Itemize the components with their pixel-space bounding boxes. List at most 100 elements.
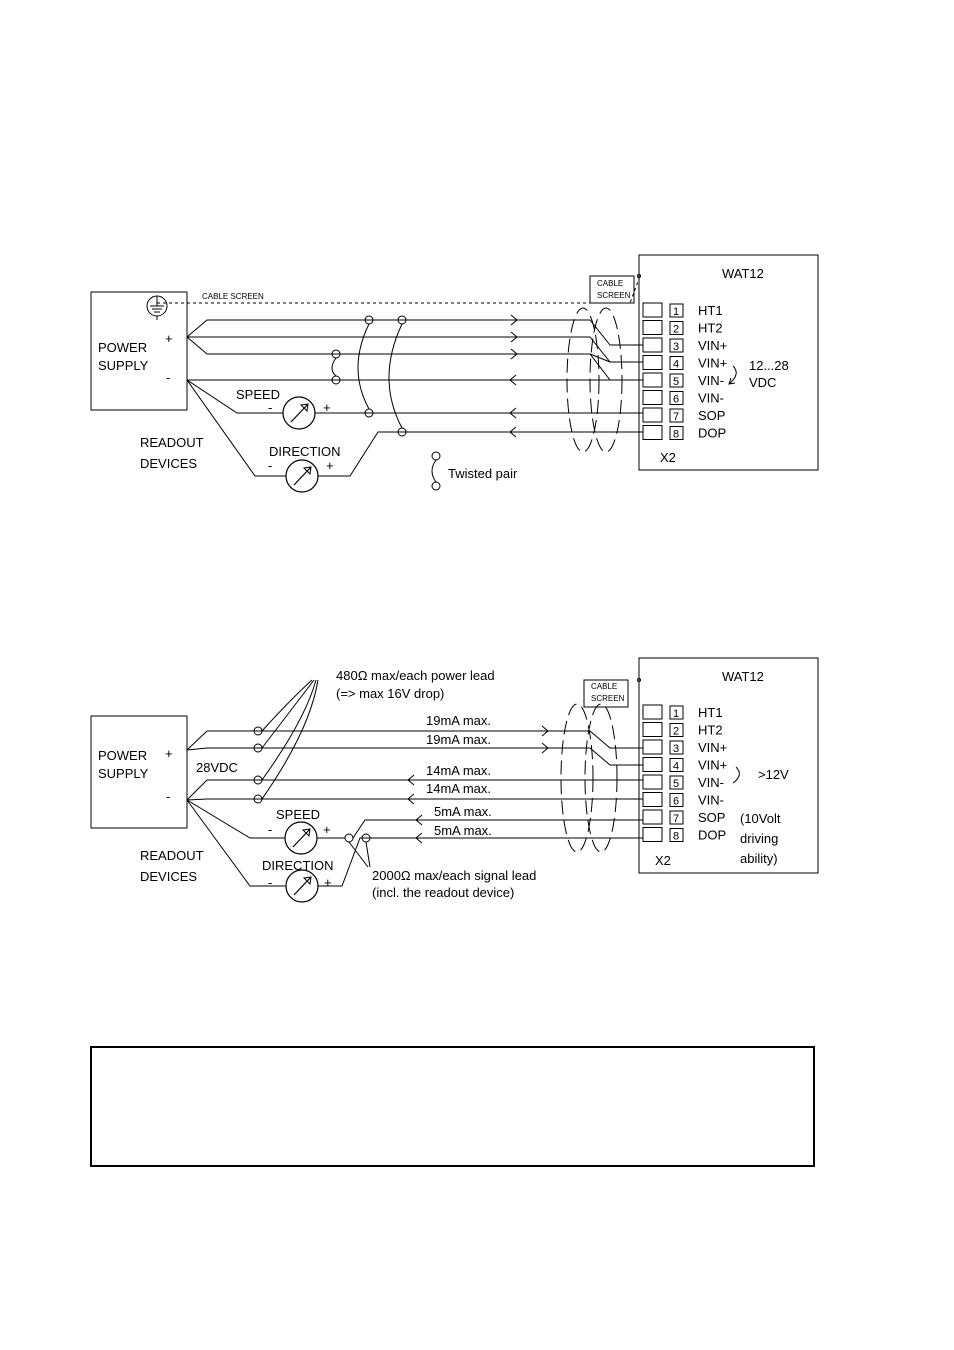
arrow-left-icon (509, 426, 517, 438)
terminal-number: 5 (673, 778, 679, 790)
terminal-number-box (669, 303, 684, 318)
wat12-title: WAT12 (722, 669, 764, 684)
terminal-label: HT2 (698, 723, 723, 738)
terminal-number-box (669, 810, 684, 825)
wire (186, 379, 283, 414)
minus-label: - (166, 789, 170, 804)
plus-label: + (165, 746, 173, 761)
current-label: 19mA max. (426, 732, 491, 747)
meter-arrow-icon (302, 876, 312, 886)
terminal-socket (642, 774, 663, 790)
twisted-pair-node (431, 481, 441, 491)
terminal-label: VIN+ (698, 740, 727, 755)
terminal-socket (642, 757, 663, 772)
wire (186, 336, 643, 381)
terminal-socket (642, 704, 663, 720)
wire (318, 837, 643, 887)
meter-plus: + (326, 458, 334, 473)
terminal-socket (642, 809, 663, 825)
meter-needle (290, 403, 309, 423)
twisted-pair-icon (431, 459, 437, 483)
meter-needle (293, 876, 312, 896)
terminal-label: DOP (698, 828, 726, 843)
voltage-arrow-icon (728, 365, 737, 385)
cable-screen-box (589, 275, 635, 304)
leader-line (348, 841, 369, 868)
terminal-number: 8 (673, 429, 679, 441)
arrow-right-icon (541, 725, 549, 737)
wat12-box (638, 657, 819, 874)
terminal-label: HT1 (698, 705, 723, 720)
terminal-label: VIN- (698, 775, 724, 790)
arrow-left-icon (407, 774, 415, 786)
twisted-pair-icon (331, 357, 337, 377)
terminal-number: 2 (673, 726, 679, 738)
wat12-title: WAT12 (722, 266, 764, 281)
arrow-left-icon (509, 374, 517, 386)
speed-label: SPEED (236, 387, 280, 402)
meter-minus: - (268, 400, 272, 415)
arrow-left-icon (407, 793, 415, 805)
wire (186, 779, 643, 801)
meter-minus: - (268, 822, 272, 837)
arrow-right-icon (510, 331, 518, 343)
wat12-box (638, 254, 819, 471)
wire (187, 336, 643, 363)
meter-needle (293, 466, 312, 486)
leader-line (365, 841, 371, 868)
terminal-number-box (669, 775, 684, 790)
terminal-number-box (669, 740, 684, 755)
lead-node (344, 833, 354, 843)
cable-screen-line (157, 275, 641, 304)
terminal-socket (642, 355, 663, 370)
wire (186, 319, 643, 346)
current-label: 14mA max. (426, 763, 491, 778)
arrow-right-icon (510, 314, 518, 326)
terminal-label: VIN- (698, 391, 724, 406)
plus-label: + (165, 331, 173, 346)
twisted-pair-label: Twisted pair (448, 466, 518, 481)
terminal-label: VIN+ (698, 356, 727, 371)
terminal-socket (642, 792, 663, 807)
terminal-number-box (669, 723, 684, 737)
meter-plus: + (324, 875, 332, 890)
leader-line (261, 679, 315, 749)
leader-line (261, 679, 319, 800)
meter-arrow-icon (299, 403, 309, 413)
wire (186, 799, 286, 887)
terminal-socket (642, 407, 663, 423)
terminal-socket (642, 739, 663, 755)
supply-range-label: >12V (758, 767, 789, 782)
current-label: 19mA max. (426, 713, 491, 728)
terminal-label: VIN- (698, 793, 724, 808)
cable-screen-ellipse (584, 703, 618, 853)
node (637, 678, 641, 682)
terminal-number-box (669, 705, 684, 720)
meter-minus: - (268, 458, 272, 473)
terminal-number: 4 (673, 359, 679, 371)
arrow-left-icon (415, 814, 423, 826)
voltage-arrow-icon (732, 766, 740, 784)
terminal-socket (642, 425, 663, 440)
meter-needle (292, 828, 311, 848)
twisted-pair-icon (357, 323, 370, 410)
direction-label: DIRECTION (262, 858, 334, 873)
signal-lead-note: 2000Ω max/each signal lead(incl. the rea… (372, 868, 536, 900)
arrow-left-icon (509, 407, 517, 419)
wire (186, 730, 643, 751)
wire (728, 377, 736, 385)
terminal-number: 6 (673, 394, 679, 406)
current-label: 5mA max. (434, 823, 492, 838)
minus-label: - (166, 370, 170, 385)
wire (186, 799, 285, 839)
terminal-socket (642, 827, 663, 842)
meter-minus: - (268, 875, 272, 890)
terminal-socket (642, 337, 663, 353)
terminal-number: 4 (673, 761, 679, 773)
